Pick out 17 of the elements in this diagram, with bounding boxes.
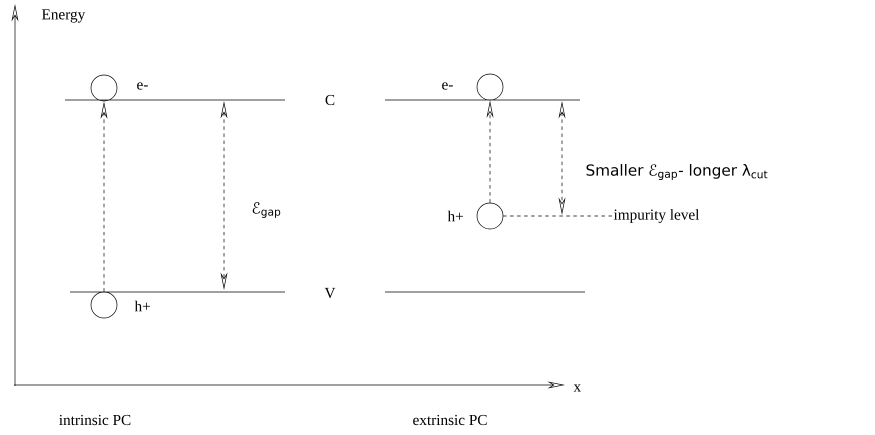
text-label: V <box>324 288 336 298</box>
text-label: Smaller ℰ$_{gap}$- longer λ$_{cut}$ <box>586 164 768 180</box>
charge-label: h+ <box>134 300 150 312</box>
level-label: impurity level <box>614 209 700 223</box>
text-label: ℰ$_{gap}$ <box>252 202 280 218</box>
particle-circle <box>476 74 504 100</box>
text-label: Energy <box>42 9 86 23</box>
text-label: C <box>326 94 334 106</box>
particle-circle <box>90 292 118 318</box>
charge-label: e- <box>137 82 148 90</box>
particle-circle <box>90 74 118 102</box>
text-label: x <box>574 384 581 392</box>
text-label: intrinsic PC <box>59 414 130 426</box>
particle-circle <box>476 202 504 230</box>
text-label: extrinsic PC <box>413 414 487 426</box>
charge-label: e- <box>442 82 453 90</box>
charge-label: h+ <box>448 210 463 222</box>
